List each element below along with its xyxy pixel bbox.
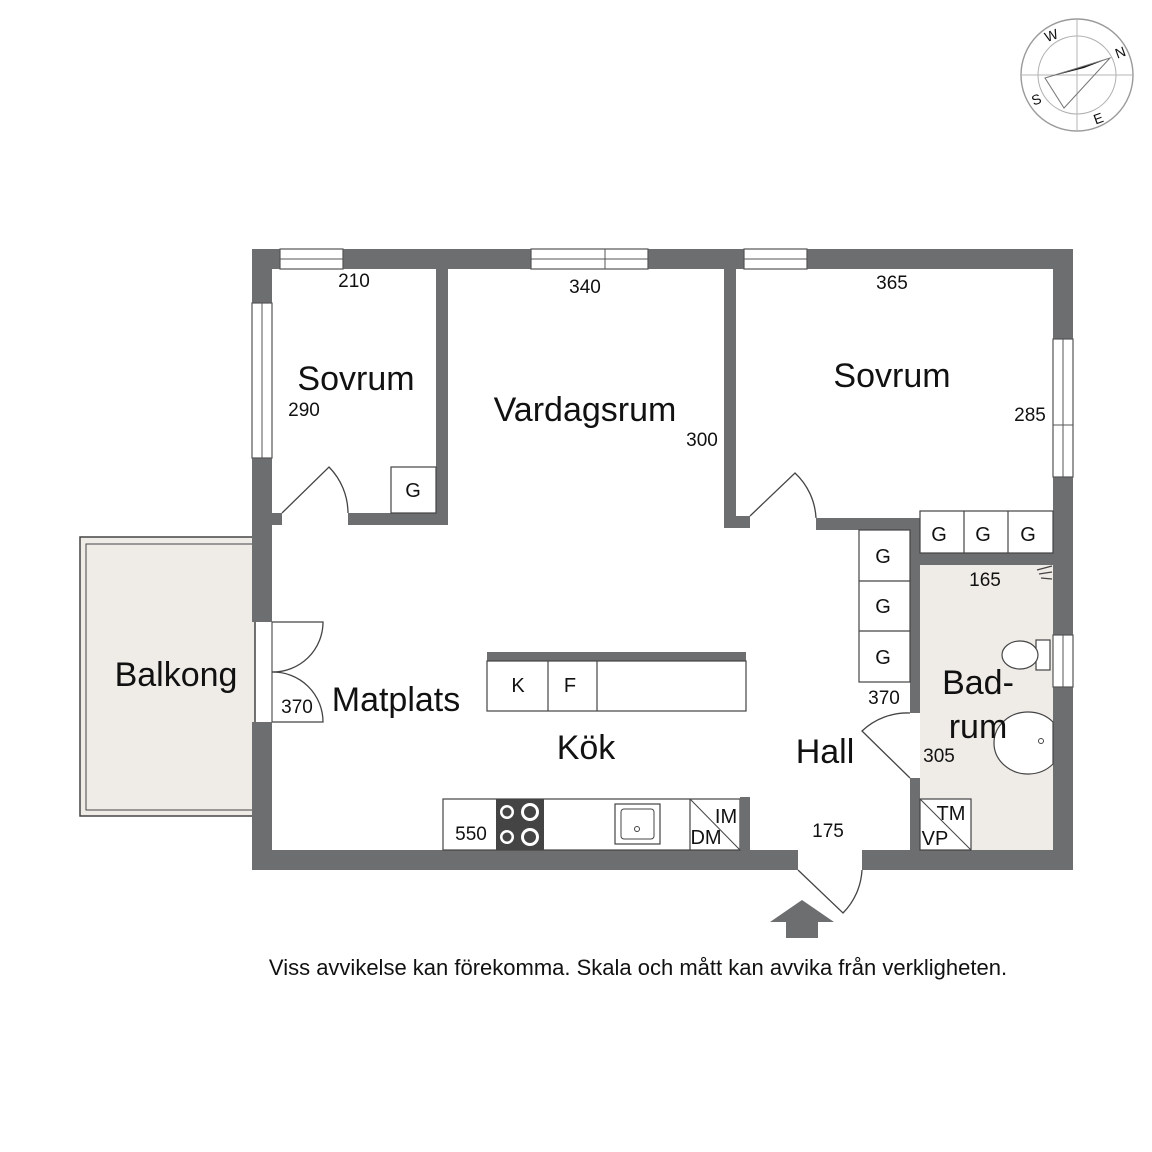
dim-living-room-depth: 300 bbox=[686, 430, 718, 451]
dim-bedroom-right-width: 365 bbox=[876, 273, 908, 294]
windows bbox=[251, 248, 1074, 688]
disclaimer-note: Viss avvikelse kan förekomma. Skala och … bbox=[269, 955, 1007, 980]
room-label-kitchen: Kök bbox=[557, 729, 617, 767]
exterior-walls bbox=[252, 249, 1073, 870]
room-label-bedroom-left: Sovrum bbox=[297, 360, 414, 398]
room-label-hall: Hall bbox=[796, 733, 855, 771]
room-label-bedroom-right: Sovrum bbox=[833, 357, 950, 395]
room-label-bathroom-line2: rum bbox=[949, 708, 1008, 746]
wardrobes bbox=[390, 466, 1054, 683]
water-heater-label: VP bbox=[922, 828, 949, 850]
toilet-icon bbox=[1001, 639, 1051, 671]
balcony-door[interactable] bbox=[271, 621, 324, 723]
bathroom-door[interactable] bbox=[861, 712, 911, 779]
compass-w-label: W bbox=[1042, 25, 1061, 45]
wardrobe-label: G bbox=[931, 524, 947, 546]
washer-dryer bbox=[919, 798, 972, 851]
interior-walls bbox=[272, 269, 1073, 850]
dim-bedroom-left-width: 210 bbox=[338, 271, 370, 292]
stove-icon bbox=[496, 799, 544, 850]
dim-kitchen: 550 bbox=[455, 824, 487, 845]
wardrobe-bedroom-right bbox=[919, 510, 1054, 554]
sink-icon bbox=[614, 803, 661, 845]
balcony bbox=[79, 536, 256, 817]
washer-label: TM bbox=[937, 803, 966, 825]
dim-hall-width: 175 bbox=[812, 821, 844, 842]
compass-rose-icon: N E S W bbox=[1020, 18, 1134, 132]
kitchen-island bbox=[486, 652, 747, 712]
dim-hall-depth: 370 bbox=[868, 688, 900, 709]
wardrobe-label: G bbox=[1020, 524, 1036, 546]
kitchen-counter bbox=[442, 797, 750, 851]
washbasin-icon bbox=[993, 711, 1054, 775]
dim-living-room-width: 340 bbox=[569, 277, 601, 298]
wardrobe-label: G bbox=[875, 596, 891, 618]
wardrobe-label: G bbox=[975, 524, 991, 546]
wardrobe-label: G bbox=[875, 647, 891, 669]
dishwasher-label: DM bbox=[690, 827, 721, 849]
room-label-dining: Matplats bbox=[332, 681, 461, 719]
bedroom-right-door[interactable] bbox=[749, 472, 817, 519]
dim-bedroom-right-depth: 285 bbox=[1014, 405, 1046, 426]
fridge-label: K bbox=[511, 675, 525, 697]
entrance-arrow-icon bbox=[770, 900, 834, 938]
shower-icon bbox=[1036, 565, 1053, 580]
wardrobe-hall bbox=[858, 529, 911, 683]
wardrobe-bedroom-left bbox=[390, 466, 437, 514]
dim-bedroom-left-depth: 290 bbox=[288, 400, 320, 421]
room-label-balcony: Balkong bbox=[115, 656, 238, 694]
dim-bathroom-width: 165 bbox=[969, 570, 1001, 591]
wardrobe-label: G bbox=[875, 546, 891, 568]
wardrobe-label: G bbox=[405, 480, 421, 502]
dim-bathroom-depth: 305 bbox=[923, 746, 955, 767]
room-label-living-room: Vardagsrum bbox=[494, 391, 677, 429]
bedroom-left-door[interactable] bbox=[281, 466, 349, 514]
entrance-door[interactable] bbox=[797, 869, 863, 914]
freezer-label: F bbox=[564, 675, 576, 697]
room-label-bathroom-line1: Bad- bbox=[942, 664, 1014, 702]
dim-dining: 370 bbox=[281, 697, 313, 718]
microwave-label: IM bbox=[715, 806, 737, 828]
